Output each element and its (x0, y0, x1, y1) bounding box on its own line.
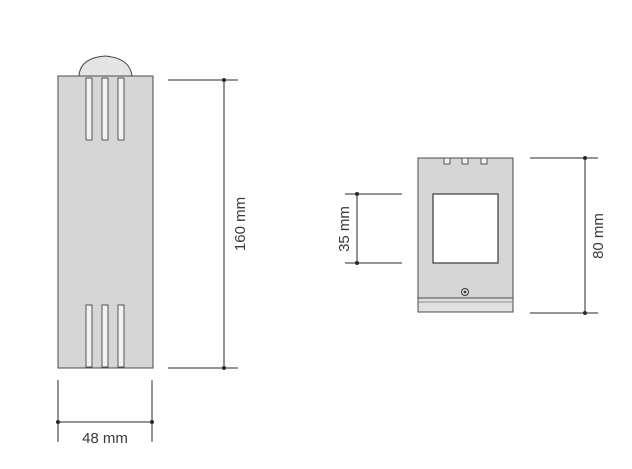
slot (85, 77, 93, 141)
dimension-48mm: 48 mm (56, 380, 154, 447)
top-slot (443, 157, 451, 165)
small-luminaire (417, 157, 514, 313)
slot (85, 304, 93, 368)
dimension-35mm: 35 mm (336, 192, 402, 265)
label-80mm: 80 mm (590, 213, 607, 259)
slot (101, 77, 109, 141)
base-plate (417, 297, 514, 313)
lower-slots (85, 304, 125, 368)
label-160mm: 160 mm (232, 197, 249, 251)
sensor-dome (78, 55, 133, 77)
upper-slots (85, 77, 125, 141)
label-48mm: 48 mm (82, 430, 128, 447)
slot (117, 77, 125, 141)
screw-icon (461, 288, 469, 296)
dimension-80mm: 80 mm (530, 156, 607, 315)
dimension-160mm: 160 mm (168, 78, 249, 370)
label-35mm: 35 mm (336, 206, 353, 252)
slot (117, 304, 125, 368)
slot (101, 304, 109, 368)
light-window (432, 193, 499, 264)
tall-luminaire (57, 55, 154, 369)
top-slot (480, 157, 488, 165)
top-slot (461, 157, 469, 165)
